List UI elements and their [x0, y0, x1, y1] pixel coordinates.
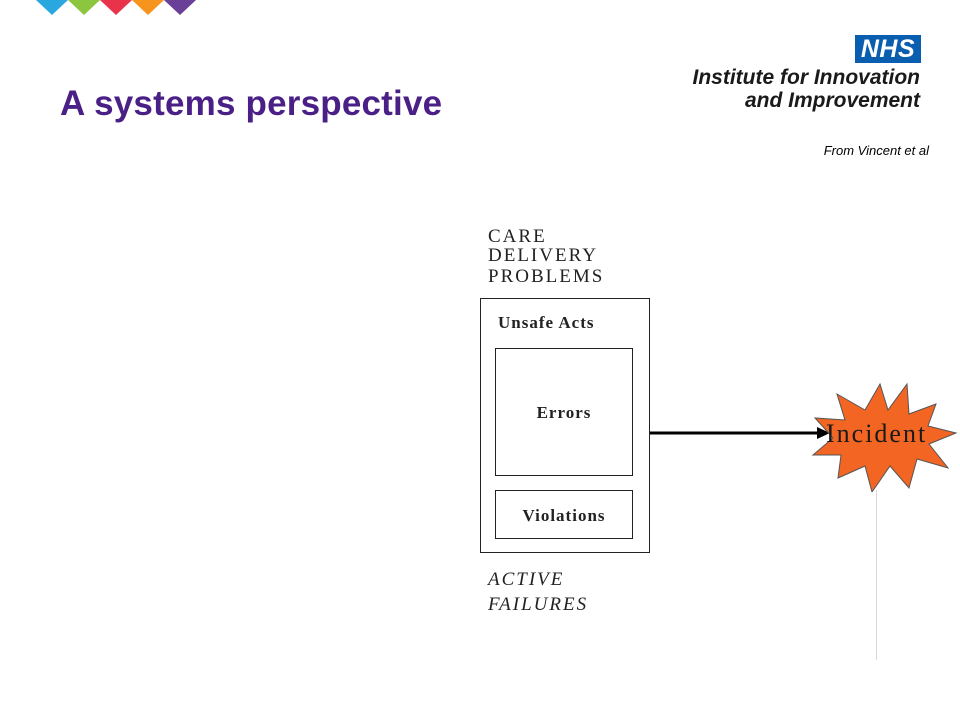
active-failures-label-line-1: ACTIVE: [488, 569, 565, 590]
care-delivery-problems-label-line-1: CARE: [488, 226, 547, 247]
active-failures-label-line-2: FAILURES: [488, 594, 589, 615]
unsafe-acts-label: Unsafe Acts: [498, 313, 595, 332]
errors-label: Errors: [536, 403, 592, 422]
diamond-purple: [164, 0, 196, 15]
source-citation: From Vincent et al: [823, 143, 929, 158]
incident-burst: [811, 382, 958, 492]
slide-title: A systems perspective: [60, 84, 443, 123]
diamond-orange: [132, 0, 164, 15]
violations-label: Violations: [522, 506, 606, 525]
incident-label: Incident: [826, 419, 928, 448]
diamond-green: [68, 0, 100, 15]
diamond-red: [100, 0, 132, 15]
org-name-line-2: and Improvement: [744, 89, 920, 112]
care-delivery-problems-label-line-2: DELIVERY: [488, 245, 598, 266]
incident-starburst-shape: [811, 382, 958, 492]
decorative-diamond-strip: [36, 0, 196, 15]
diamond-blue: [36, 0, 68, 15]
violations-box: [495, 490, 633, 539]
care-delivery-problems-label-line-3: PROBLEMS: [488, 266, 605, 287]
errors-box: [495, 348, 633, 476]
arrow-to-incident: [650, 427, 830, 439]
arrow-head: [817, 427, 830, 439]
org-name-line-1: Institute for Innovation: [692, 66, 920, 89]
vertical-guide-line: [876, 490, 877, 660]
nhs-logo-badge: NHS: [855, 35, 921, 63]
